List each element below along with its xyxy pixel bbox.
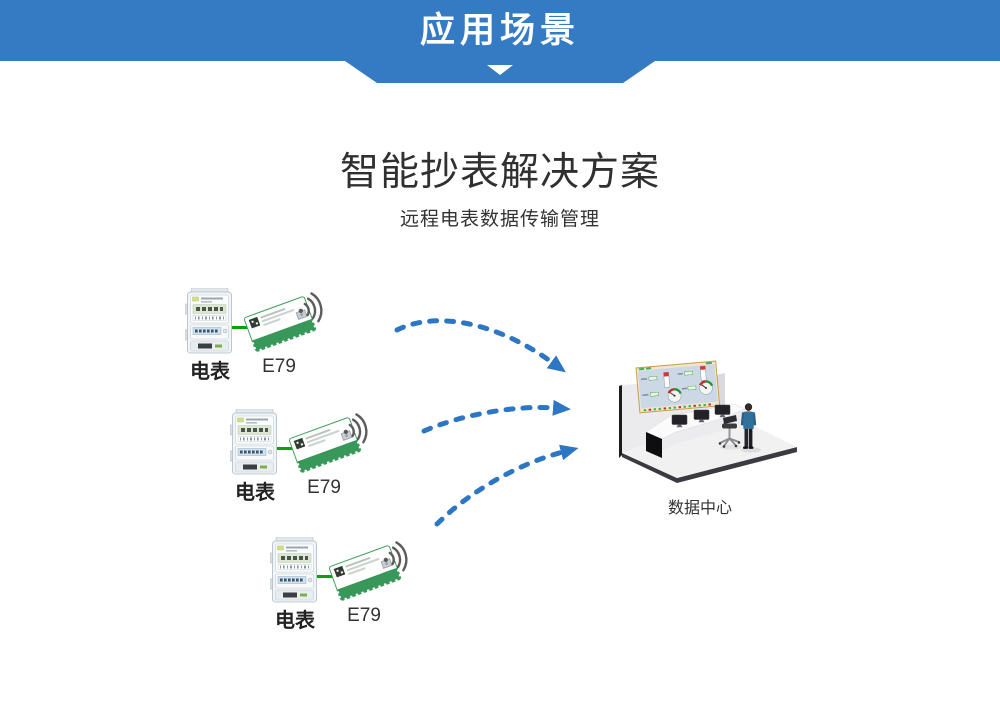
data-flow-arrows: [394, 318, 579, 527]
electric-meter-icon: [230, 409, 277, 475]
meter-wire: [317, 575, 340, 578]
section-subtitle: 远程电表数据传输管理: [399, 209, 600, 230]
module-label: E79: [307, 477, 341, 498]
gauge-2: [699, 380, 714, 395]
console-cabinet: [646, 432, 662, 458]
banner: [0, 0, 1000, 61]
meter-label: 电表: [190, 361, 230, 383]
floor-edge: [622, 447, 797, 483]
banner-tail-shape: [345, 61, 655, 83]
meter-wire: [232, 326, 255, 329]
meter-group-3: 电表 E79: [270, 537, 490, 637]
electric-meter-icon: [270, 537, 317, 603]
module-label: E79: [262, 356, 296, 377]
arrow-2: [421, 399, 571, 434]
chevron-down-icon: [487, 65, 513, 75]
scada-screen: [635, 360, 721, 414]
arrow-3: [434, 444, 579, 527]
wifi-signal-icon: [339, 411, 371, 444]
operator-person: [740, 403, 757, 449]
meter-wire: [277, 447, 300, 450]
gauge-1: [667, 388, 682, 403]
datacenter-label: 数据中心: [667, 500, 732, 517]
banner-title: 应用场景: [419, 11, 580, 50]
meter-group-2: 电表 E79: [230, 409, 450, 509]
meter-group-1: 电表 E79: [185, 288, 405, 388]
wall-edge: [619, 385, 622, 458]
meter-label: 电表: [235, 482, 275, 504]
electric-meter-icon: [185, 288, 232, 354]
arrow-1: [394, 318, 566, 373]
meter-label: 电表: [275, 610, 315, 632]
e79-module-icon: [243, 296, 317, 352]
office-chair: [718, 415, 741, 448]
datacenter-illustration: [619, 360, 797, 483]
section-title: 智能抄表解决方案: [339, 151, 660, 194]
module-label: E79: [347, 605, 381, 626]
console-monitors: [671, 404, 731, 428]
wifi-signal-icon: [298, 292, 323, 323]
